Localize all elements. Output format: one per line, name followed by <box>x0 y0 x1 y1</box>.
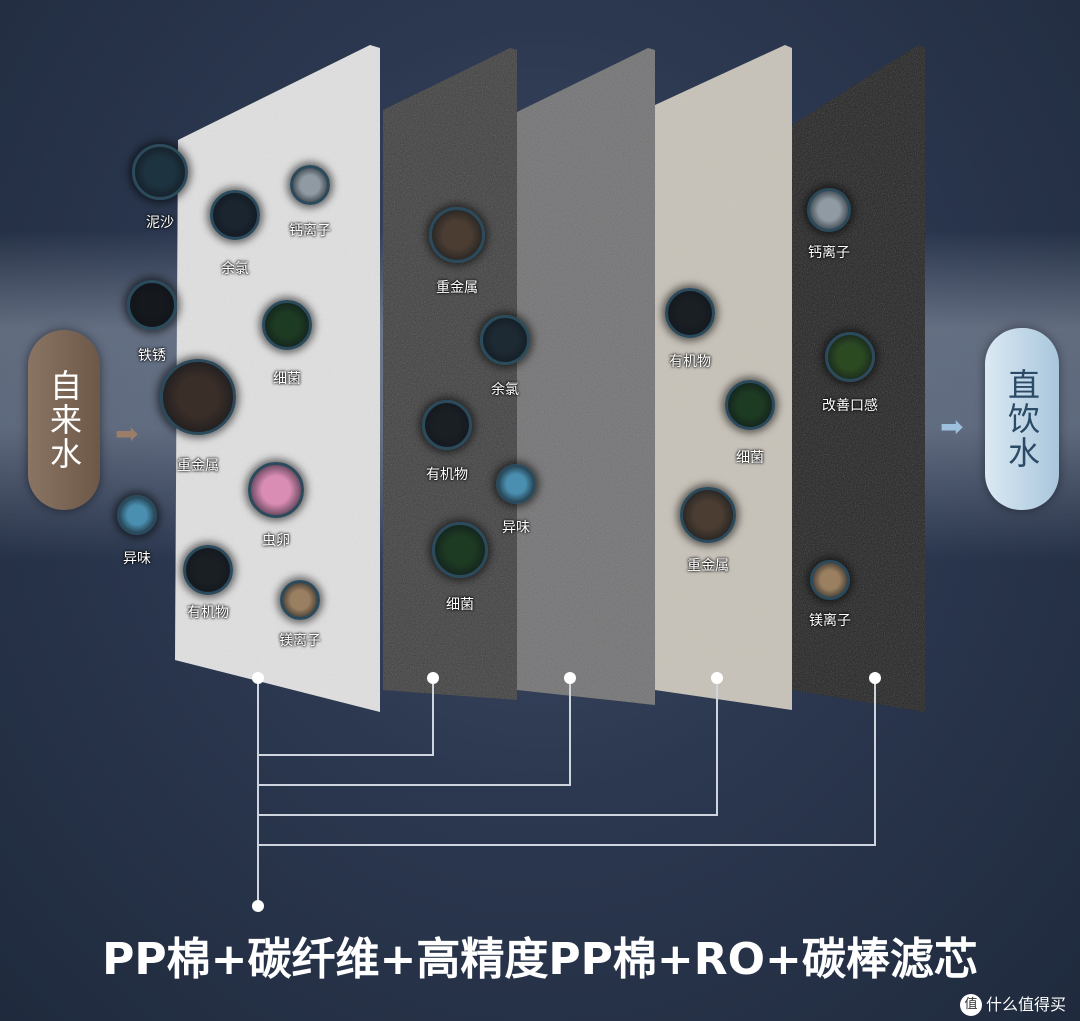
connector-dot <box>711 672 723 684</box>
contaminant-icon <box>160 359 236 435</box>
tap-water-label: 自来水 <box>28 330 100 510</box>
contaminant-icon <box>117 495 157 535</box>
contaminant-label: 镁离子 <box>279 633 321 649</box>
contaminant-icon <box>825 332 875 382</box>
contaminant-label: 异味 <box>502 520 530 536</box>
connector-line <box>258 678 876 846</box>
connector-line <box>258 678 718 816</box>
contaminant-label: 泥沙 <box>146 215 174 231</box>
connector-dot <box>564 672 576 684</box>
watermark: 值什么值得买 <box>959 994 1066 1016</box>
contaminant-icon <box>680 487 736 543</box>
contaminant-icon <box>422 400 472 450</box>
contaminant-label: 有机物 <box>669 354 711 370</box>
contaminant-icon <box>810 560 850 600</box>
contaminant-label: 余氯 <box>221 261 249 277</box>
connector-dot <box>252 900 264 912</box>
contaminant-label: 钙离子 <box>808 245 850 261</box>
layer-texture <box>655 45 792 710</box>
contaminant-icon <box>280 580 320 620</box>
contaminant-label: 钙离子 <box>289 223 331 239</box>
contaminant-icon <box>480 315 530 365</box>
connector-line <box>258 678 434 756</box>
connector-line <box>258 678 571 786</box>
contaminant-label: 铁锈 <box>138 348 166 364</box>
contaminant-label: 余氯 <box>491 382 519 398</box>
contaminant-label: 重金属 <box>436 280 478 296</box>
contaminant-icon <box>290 165 330 205</box>
contaminant-icon <box>248 462 304 518</box>
contaminant-label: 细菌 <box>446 597 474 613</box>
layer-texture <box>517 48 655 705</box>
contaminant-label: 细菌 <box>736 450 764 466</box>
contaminant-label: 重金属 <box>177 458 219 474</box>
output-arrow-icon: ➡ <box>940 410 964 443</box>
contaminant-icon <box>132 144 188 200</box>
contaminant-label: 有机物 <box>426 467 468 483</box>
contaminant-icon <box>127 280 177 330</box>
filter-combination-title: PP棉+碳纤维+高精度PP棉+RO+碳棒滤芯 <box>102 934 978 985</box>
contaminant-icon <box>665 288 715 338</box>
contaminant-icon <box>432 522 488 578</box>
contaminant-label: 虫卵 <box>262 533 290 549</box>
drinking-water-text: 直饮水 <box>1003 368 1041 470</box>
contaminant-label: 细菌 <box>273 371 301 387</box>
contaminant-label: 镁离子 <box>809 613 851 629</box>
contaminant-label: 异味 <box>123 551 151 567</box>
contaminant-icon <box>262 300 312 350</box>
tap-water-text: 自来水 <box>45 369 83 471</box>
contaminant-label: 重金属 <box>687 558 729 574</box>
contaminant-icon <box>210 190 260 240</box>
contaminant-icon <box>496 464 536 504</box>
connector-dot <box>427 672 439 684</box>
connector-dot <box>252 672 264 684</box>
contaminant-label: 改善口感 <box>822 398 878 414</box>
watermark-text: 什么值得买 <box>985 995 1066 1014</box>
contaminant-icon <box>429 207 485 263</box>
contaminant-icon <box>807 188 851 232</box>
contaminant-icon <box>725 380 775 430</box>
connector-dot <box>869 672 881 684</box>
drinking-water-label: 直饮水 <box>985 328 1059 510</box>
input-arrow-icon: ➡ <box>115 417 139 450</box>
watermark-logo: 值 <box>959 994 982 1016</box>
contaminant-label: 有机物 <box>187 605 229 621</box>
contaminant-icon <box>183 545 233 595</box>
